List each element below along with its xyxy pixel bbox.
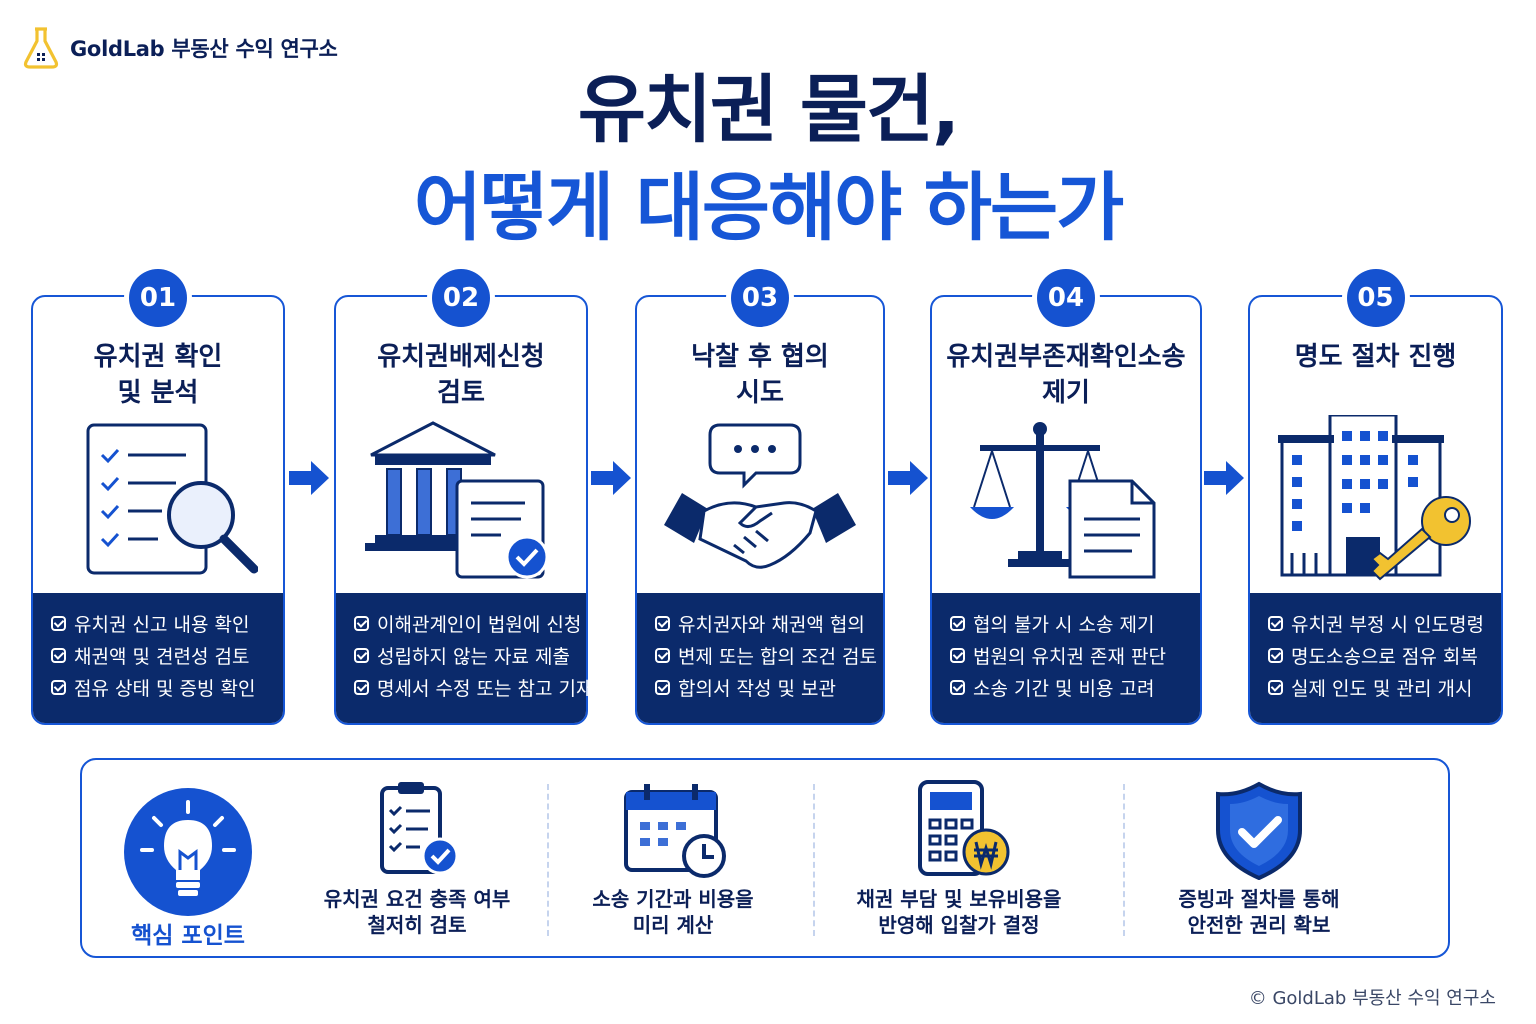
check-icon xyxy=(950,679,965,695)
check-icon xyxy=(354,647,369,663)
check-icon xyxy=(1268,615,1283,631)
check-item: 협의 불가 시 소송 제기 xyxy=(950,607,1186,639)
check-item: 명도소송으로 점유 회복 xyxy=(1268,639,1487,671)
step-title: 낙찰 후 협의 시도 xyxy=(691,342,829,408)
step-title: 유치권 확인 및 분석 xyxy=(93,342,223,408)
step-checklist: 협의 불가 시 소송 제기 법원의 유치권 존재 판단 소송 기간 및 비용 고… xyxy=(932,593,1200,723)
arrow-right-icon xyxy=(888,461,928,495)
flask-logo-icon xyxy=(23,27,59,69)
step-card-1: 01 유치권 확인 및 분석 유치권 신고 내용 확인 채권액 및 견련성 검토… xyxy=(31,269,285,725)
key-point-text: 유치권 요건 충족 여부 철저히 검토 xyxy=(323,887,511,937)
lightbulb-icon xyxy=(140,800,236,896)
brand-logo: GoldLab 부동산 수익 연구소 xyxy=(22,26,338,70)
key-point-text: 채권 부담 및 보유비용을 반영해 입찰가 결정 xyxy=(856,887,1062,937)
step-card-2: 02 유치권배제신청 검토 이해관계인이 법원에 신청 성립하지 않는 자료 제… xyxy=(334,269,593,725)
calculator-won-icon xyxy=(918,780,1010,876)
check-icon xyxy=(51,679,66,695)
check-icon xyxy=(655,679,670,695)
calendar-clock-icon xyxy=(624,784,726,878)
scales-document-icon xyxy=(970,422,1156,579)
check-icon xyxy=(354,615,369,631)
arrow-right-icon xyxy=(591,461,631,495)
key-points-label: 핵심 포인트 xyxy=(131,923,245,949)
check-icon xyxy=(1268,647,1283,663)
handshake-icon xyxy=(664,423,856,569)
key-point-text: 증빙과 절차를 통해 안전한 권리 확보 xyxy=(1178,887,1340,937)
step-card-5: 05 명도 절차 진행 유치권 부정 시 인도명령 명도소송으로 점유 회복 실… xyxy=(1248,269,1503,725)
check-item: 유치권 신고 내용 확인 xyxy=(51,607,269,639)
key-points-badge xyxy=(124,788,252,916)
step-checklist: 유치권자와 채권액 협의 변제 또는 합의 조건 검토 합의서 작성 및 보관 xyxy=(637,593,883,723)
courthouse-document-icon xyxy=(365,421,549,579)
step-title: 유치권부존재확인소송 제기 xyxy=(946,342,1186,408)
divider xyxy=(813,784,815,936)
step-title: 명도 절차 진행 xyxy=(1294,342,1457,372)
page-title-line2: 어떻게 대응해야 하는가 xyxy=(413,165,1124,251)
check-item: 유치권자와 채권액 협의 xyxy=(655,607,869,639)
key-point-text: 소송 기간과 비용을 미리 계산 xyxy=(592,887,754,937)
check-item: 명세서 수정 또는 참고 기재 xyxy=(354,671,593,703)
check-icon xyxy=(1268,679,1283,695)
step-number: 01 xyxy=(129,269,187,327)
arrow-right-icon xyxy=(1204,461,1244,495)
check-icon xyxy=(655,615,670,631)
step-number: 04 xyxy=(1037,269,1095,327)
check-icon xyxy=(51,647,66,663)
check-item: 점유 상태 및 증빙 확인 xyxy=(51,671,269,703)
check-item: 성립하지 않는 자료 제출 xyxy=(354,639,572,671)
shield-check-icon xyxy=(1216,781,1302,880)
key-points-panel: 핵심 포인트 유치권 요건 충족 여부 철저히 검토 소송 기간과 비용을 미리… xyxy=(80,758,1450,958)
check-icon xyxy=(950,615,965,631)
check-icon xyxy=(655,647,670,663)
step-number: 02 xyxy=(432,269,490,327)
step-title: 유치권배제신청 검토 xyxy=(377,342,545,408)
check-icon xyxy=(51,615,66,631)
check-icon xyxy=(354,679,369,695)
divider xyxy=(547,784,549,936)
key-point-3: 채권 부담 및 보유비용을 반영해 입찰가 결정 xyxy=(834,780,1084,950)
step-checklist: 유치권 신고 내용 확인 채권액 및 견련성 검토 점유 상태 및 증빙 확인 xyxy=(33,593,283,723)
check-item: 변제 또는 합의 조건 검토 xyxy=(655,639,877,671)
step-number: 03 xyxy=(731,269,789,327)
building-key-icon xyxy=(1277,415,1471,581)
check-item: 유치권 부정 시 인도명령 xyxy=(1268,607,1487,639)
step-card-4: 04 유치권부존재확인소송 제기 협의 불가 시 소송 제기 법원의 유치권 존… xyxy=(930,269,1202,725)
brand-name: GoldLab 부동산 수익 연구소 xyxy=(70,37,338,61)
step-checklist: 이해관계인이 법원에 신청 성립하지 않는 자료 제출 명세서 수정 또는 참고… xyxy=(336,593,593,723)
check-item: 합의서 작성 및 보관 xyxy=(655,671,869,703)
key-point-1: 유치권 요건 충족 여부 철저히 검토 xyxy=(292,780,542,950)
clipboard-check-icon xyxy=(380,782,459,875)
page-title-line1: 유치권 물건, xyxy=(577,67,960,153)
arrow-right-icon xyxy=(289,461,329,495)
footer-copyright: © GoldLab 부동산 수익 연구소 xyxy=(1248,988,1496,1009)
step-number: 05 xyxy=(1346,269,1405,327)
check-item: 이해관계인이 법원에 신청 xyxy=(354,607,581,639)
check-item: 채권액 및 견련성 검토 xyxy=(51,639,269,671)
key-point-4: 증빙과 절차를 통해 안전한 권리 확보 xyxy=(1134,780,1384,950)
divider xyxy=(1123,784,1125,936)
check-item: 실제 인도 및 관리 개시 xyxy=(1268,671,1487,703)
check-item: 법원의 유치권 존재 판단 xyxy=(950,639,1186,671)
key-point-2: 소송 기간과 비용을 미리 계산 xyxy=(548,780,798,950)
step-card-3: 03 낙찰 후 협의 시도 유치권자와 채권액 협의 변제 또는 합의 조건 검… xyxy=(635,269,885,725)
check-icon xyxy=(950,647,965,663)
checklist-magnifier-icon xyxy=(86,423,258,575)
step-checklist: 유치권 부정 시 인도명령 명도소송으로 점유 회복 실제 인도 및 관리 개시 xyxy=(1250,593,1501,723)
check-item: 소송 기간 및 비용 고려 xyxy=(950,671,1186,703)
